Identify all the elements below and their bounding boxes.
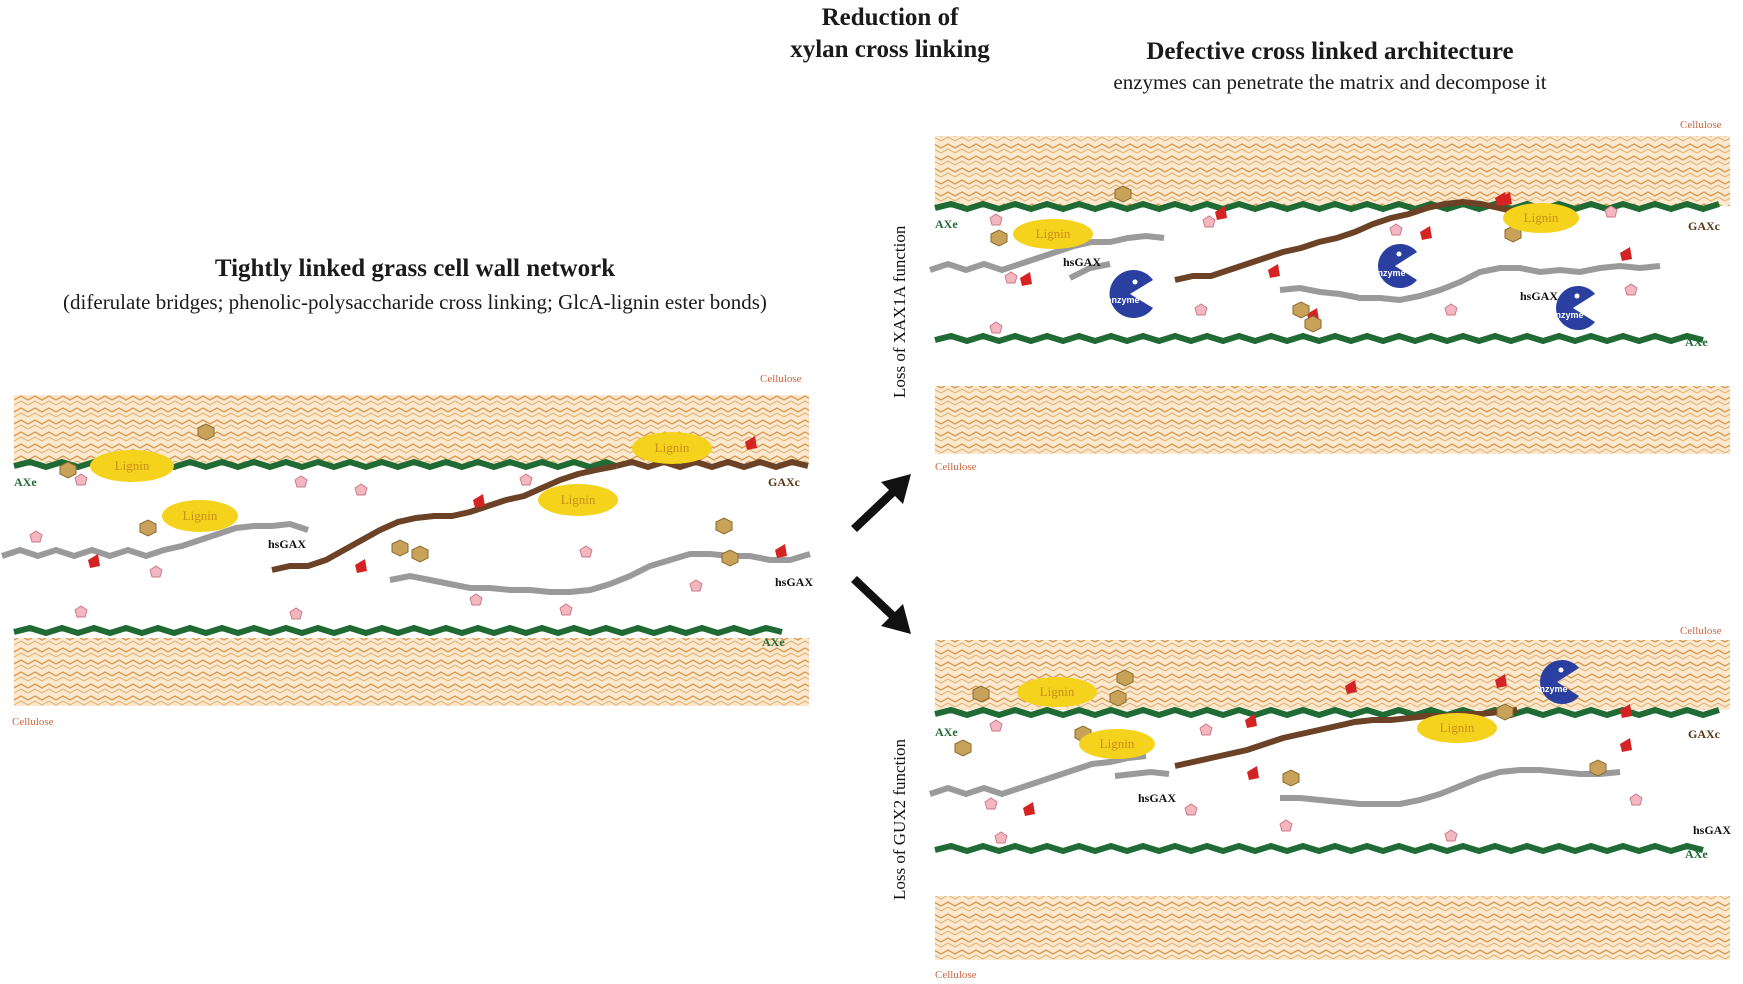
axe-label-top: AXe	[935, 217, 958, 231]
left-subtitle: (diferulate bridges; phenolic-polysaccha…	[63, 290, 767, 314]
gax-chain-top	[615, 458, 809, 471]
lignin-blob-1: Lignin	[90, 450, 174, 482]
svg-text:Lignin: Lignin	[561, 492, 596, 507]
enzyme-pacman-3: enzyme	[1550, 286, 1595, 330]
left-title: Tightly linked grass cell wall network	[214, 255, 616, 282]
ferulate-flags	[88, 436, 787, 573]
cellulose-label-top: Cellulose	[1680, 119, 1722, 131]
hsgax-label-1: hsGAX	[268, 537, 306, 551]
lignin-blob-1: Lignin	[1013, 219, 1093, 249]
svg-text:Lignin: Lignin	[115, 458, 150, 473]
gaxc-label: GAXc	[768, 475, 801, 489]
arrow-up-right-icon	[851, 474, 911, 532]
svg-text:Lignin: Lignin	[1440, 720, 1475, 735]
svg-text:Lignin: Lignin	[1524, 210, 1559, 225]
cellulose-label-top: Cellulose	[760, 373, 802, 385]
svg-text:Lignin: Lignin	[1036, 226, 1071, 241]
enzyme-pacman-2: enzyme	[1372, 244, 1417, 288]
axe-label-bottom: AXe	[1685, 847, 1708, 861]
svg-text:Lignin: Lignin	[655, 440, 690, 455]
enzyme-pacman-1: enzyme	[1106, 270, 1153, 318]
hsgax-label-2: hsGAX	[1520, 289, 1558, 303]
cellulose-band-bottom	[14, 638, 809, 706]
lignin-blob-3: Lignin	[1417, 713, 1497, 743]
lignin-blob-1: Lignin	[1017, 677, 1097, 707]
axe-chain-bottom	[13, 624, 783, 637]
cellulose-label-top: Cellulose	[1680, 625, 1722, 637]
gax-chain-middle	[271, 463, 617, 573]
left-cell-wall-diagram: Cellulose Cellulose AXe GAXc hsGAX hsGAX…	[0, 370, 830, 730]
gaxc-label: GAXc	[1688, 727, 1721, 741]
center-heading: Reduction of xylan cross linking	[790, 4, 990, 63]
svg-text:Lignin: Lignin	[183, 508, 218, 523]
enzyme-pacman-1: enzyme	[1534, 660, 1579, 704]
lignin-blob-2: Lignin	[162, 500, 238, 532]
hsgax-label-1: hsGAX	[1138, 791, 1176, 805]
svg-text:Lignin: Lignin	[1100, 736, 1135, 751]
svg-text:Lignin: Lignin	[1040, 684, 1075, 699]
side-label-xax1a: Loss of XAX1A function	[890, 225, 909, 398]
lignin-blob-2: Lignin	[1503, 203, 1579, 233]
right-bottom-diagram: Loss of GUX2 function Cellulose Cellulos…	[885, 624, 1735, 984]
gaxc-label: GAXc	[1688, 219, 1721, 233]
hsgax-label-2: hsGAX	[775, 575, 813, 589]
right-top-diagram: Loss of XAX1A function Cellulose Cellulo…	[885, 118, 1735, 478]
hsgax-label-1: hsGAX	[1063, 255, 1101, 269]
lignin-blob-3: Lignin	[538, 484, 618, 516]
axe-label-bottom: AXe	[762, 635, 785, 649]
axe-label-top: AXe	[14, 475, 37, 489]
svg-text:enzyme: enzyme	[1106, 295, 1139, 305]
right-title: Defective cross linked architecture	[1146, 38, 1514, 65]
hsgax-chain-2	[389, 551, 811, 595]
arrow-down-right-icon	[851, 576, 911, 634]
side-label-gux2: Loss of GUX2 function	[890, 738, 909, 900]
hsgax-label-2: hsGAX	[1693, 823, 1731, 837]
cellulose-label-bottom: Cellulose	[935, 461, 977, 473]
right-subtitle: enzymes can penetrate the matrix and dec…	[1113, 70, 1547, 94]
svg-text:enzyme: enzyme	[1372, 268, 1405, 278]
svg-text:enzyme: enzyme	[1550, 310, 1583, 320]
phenolic-rings	[59, 423, 739, 567]
arabinose-sugars	[29, 473, 703, 620]
cellulose-label-bottom: Cellulose	[935, 969, 977, 981]
axe-label-top: AXe	[935, 725, 958, 739]
axe-label-bottom: AXe	[1685, 335, 1708, 349]
svg-text:enzyme: enzyme	[1534, 684, 1567, 694]
lignin-blob-4: Lignin	[632, 432, 712, 464]
lignin-blob-2: Lignin	[1079, 729, 1155, 759]
cellulose-label-bottom: Cellulose	[12, 716, 54, 728]
hsgax-chain-1	[1, 520, 309, 560]
